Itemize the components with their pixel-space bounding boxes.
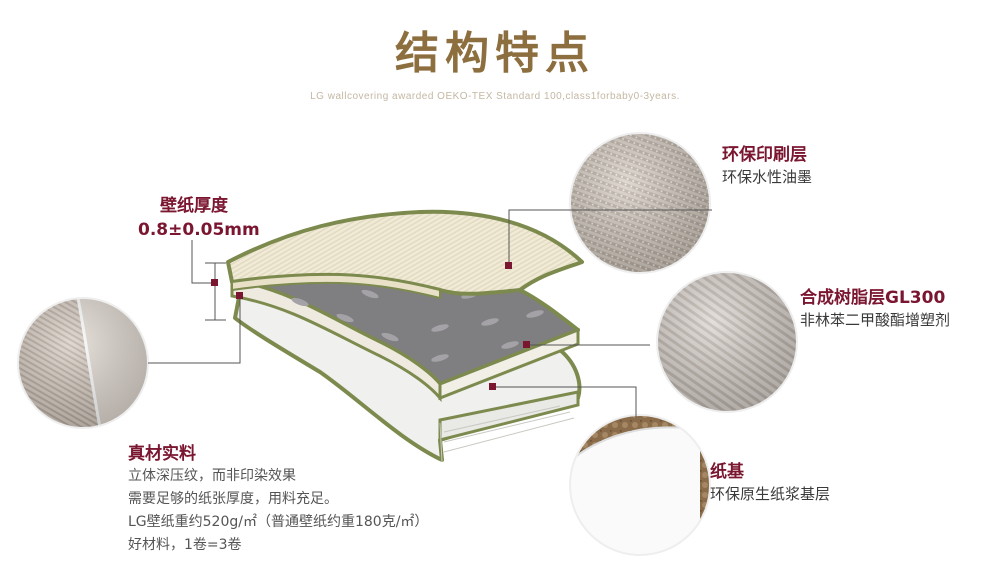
material-line-1: 立体深压纹，而非印染效果 [128, 468, 296, 484]
material-closeup [17, 297, 149, 429]
printing-layer-label: 环保印刷层 环保水性油墨 [722, 144, 812, 188]
page-title: 结构特点 [395, 28, 595, 79]
printing-layer-closeup [569, 132, 711, 274]
resin-layer-title: 合成树脂层GL300 [800, 288, 946, 308]
printing-layer-title: 环保印刷层 [722, 145, 807, 165]
callout-markers [211, 262, 530, 390]
resin-layer-closeup [656, 271, 798, 413]
callout-lines [148, 209, 712, 418]
printing-layer [226, 209, 584, 300]
paper-base-label: 纸基 环保原生纸浆基层 [710, 461, 830, 505]
material-line-2: 需要足够的纸张厚度，用料充足。 [128, 491, 338, 507]
thickness-value: 0.8±0.05mm [138, 220, 260, 240]
page-subtitle: LG wallcovering awarded OEKO-TEX Standar… [310, 91, 680, 102]
thickness-title: 壁纸厚度 [160, 196, 228, 216]
paper-base-title: 纸基 [710, 462, 744, 482]
material-title: 真材实料 [128, 444, 196, 464]
printing-layer-desc: 环保水性油墨 [722, 168, 813, 186]
material-line-4: 好材料，1卷=3卷 [128, 537, 242, 553]
paper-base-desc: 环保原生纸浆基层 [710, 485, 831, 503]
resin-layer-label: 合成树脂层GL300 非林苯二甲酸酯增塑剂 [800, 287, 950, 331]
material-block: 真材实料 立体深压纹，而非印染效果 需要足够的纸张厚度，用料充足。 LG壁纸重约… [128, 443, 428, 557]
material-line-3: LG壁纸重约520g/㎡（普通壁纸约重180克/㎡） [128, 514, 429, 530]
resin-layer-desc: 非林苯二甲酸酯增塑剂 [800, 311, 951, 329]
paper-base-closeup [569, 414, 711, 556]
